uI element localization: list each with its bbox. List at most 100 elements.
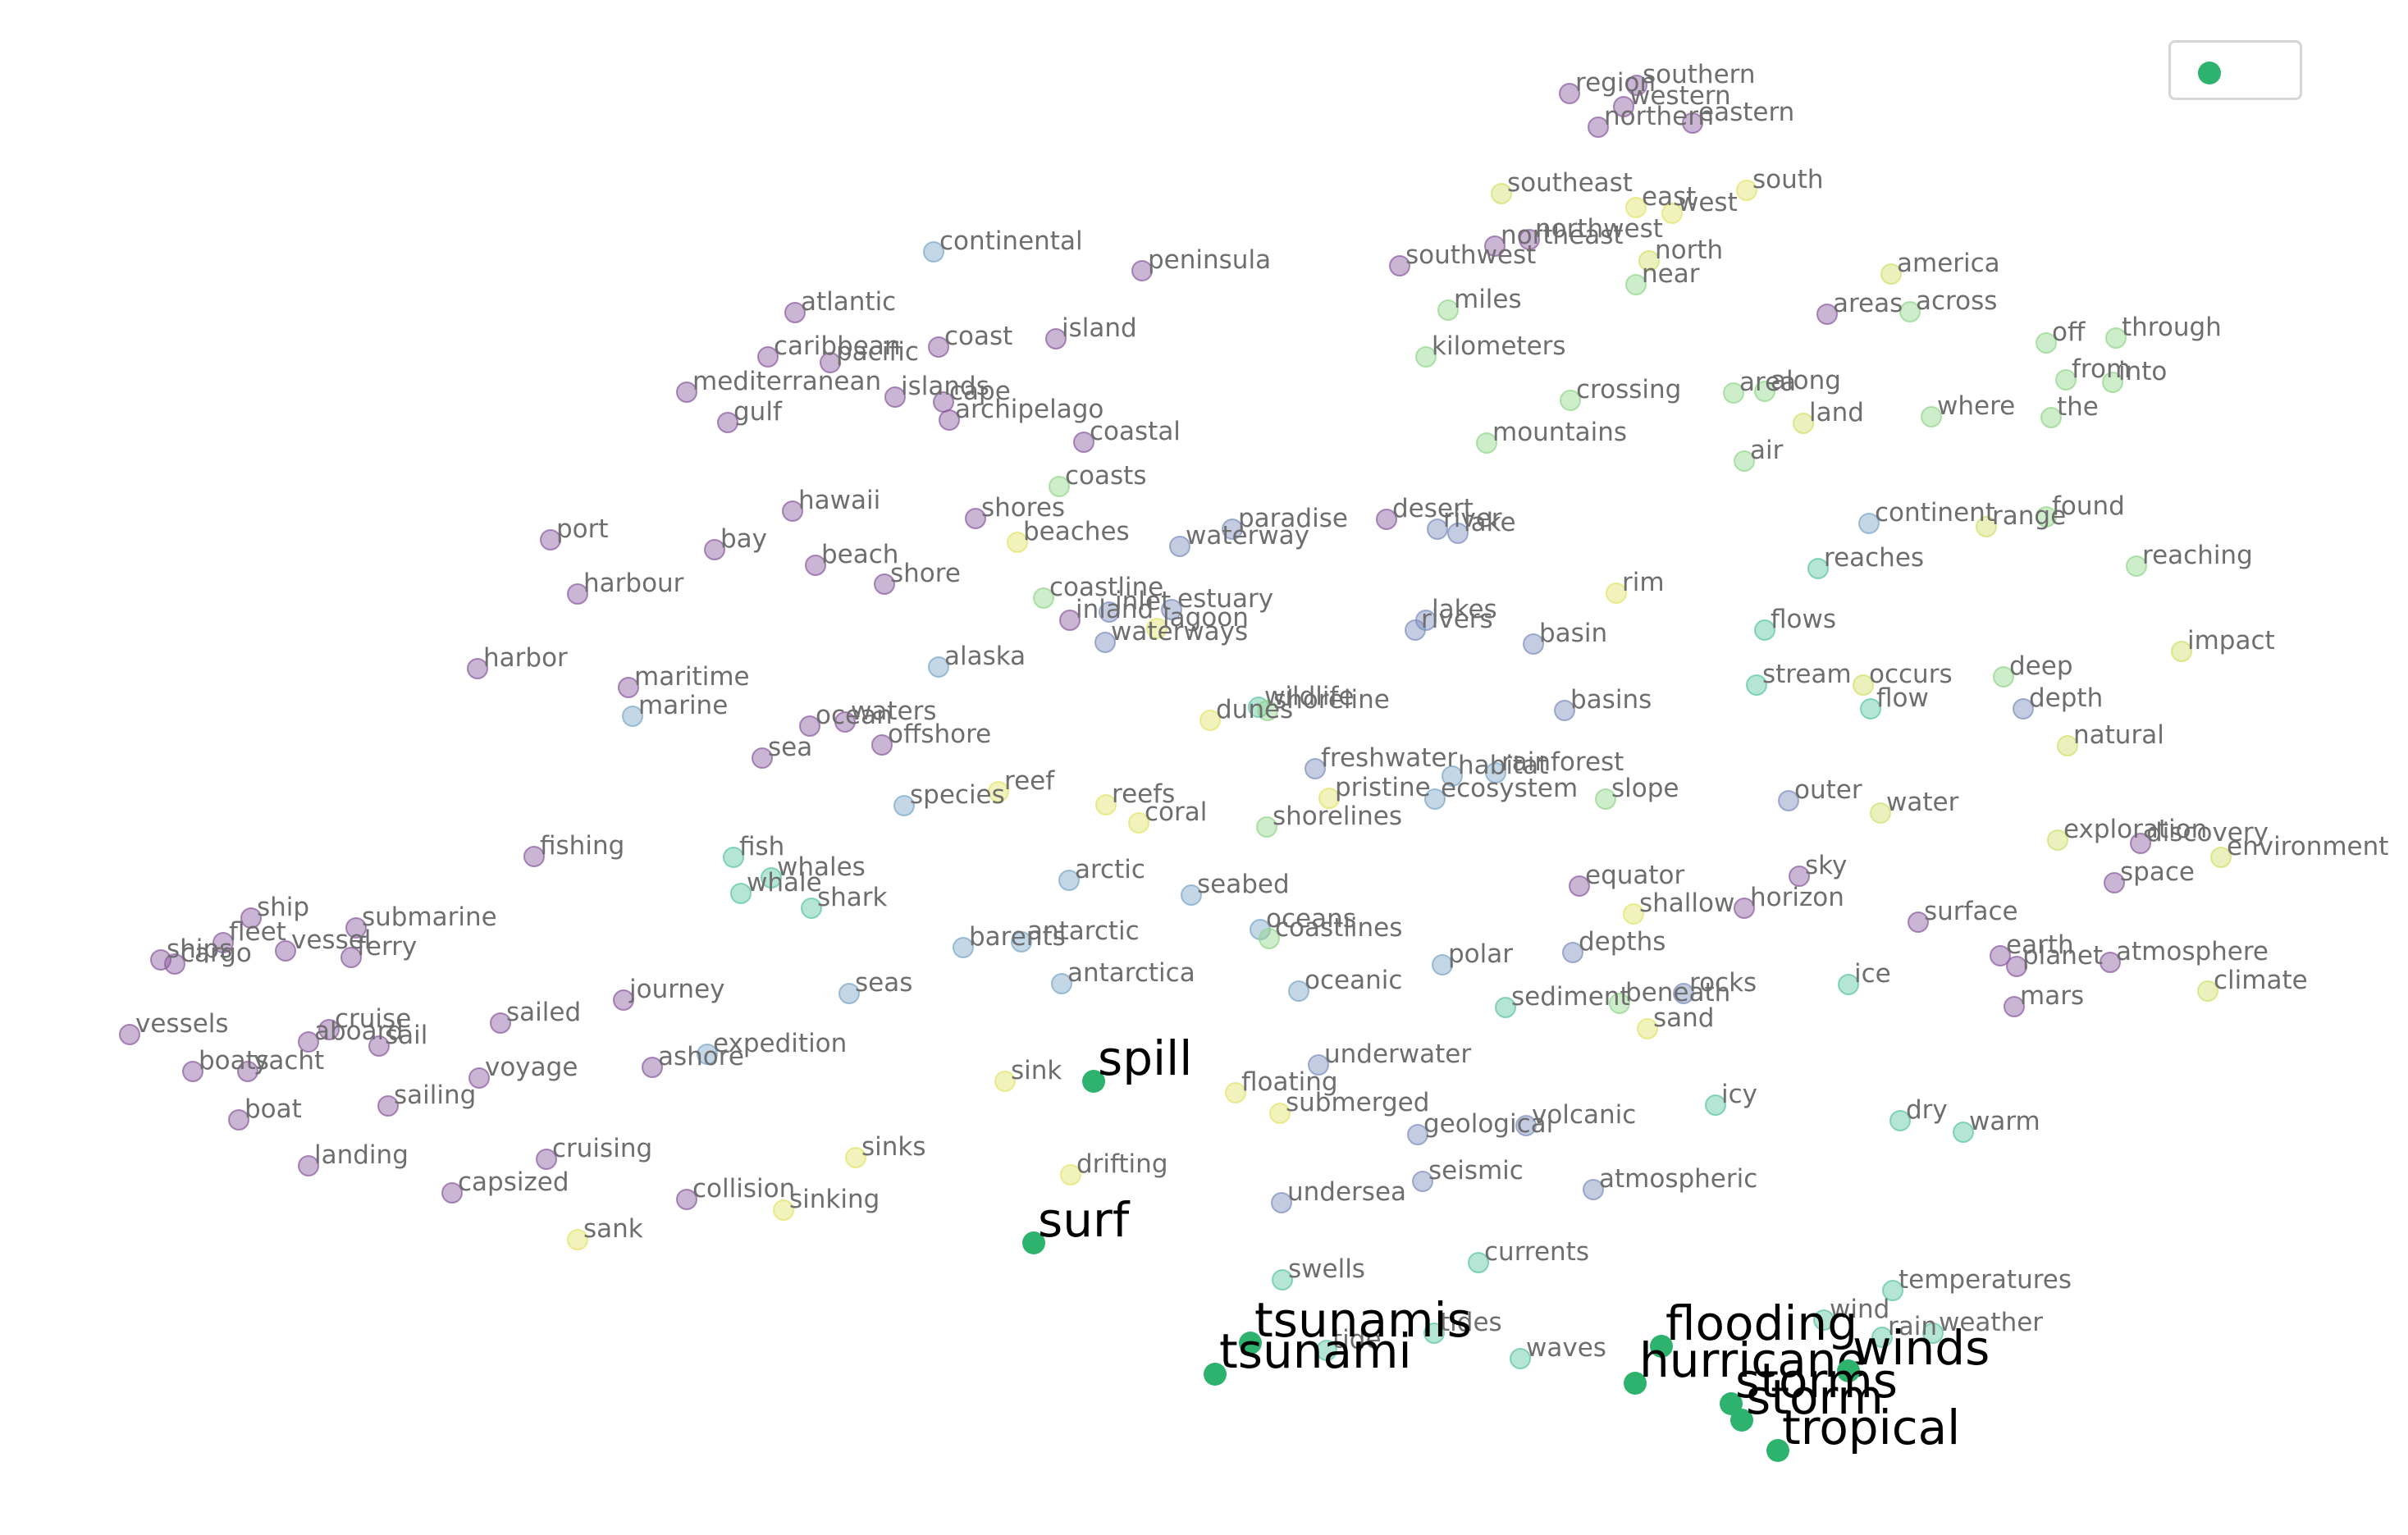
data-point: [368, 1035, 390, 1057]
data-point: [2040, 407, 2062, 428]
data-point: [1519, 229, 1540, 250]
data-point: [1308, 1054, 1329, 1076]
data-point: [1638, 250, 1660, 272]
data-point: [2105, 327, 2127, 349]
data-point: [834, 711, 856, 733]
data-point: [237, 1061, 258, 1082]
point-label: south: [1752, 165, 1824, 194]
point-label: islands: [901, 372, 989, 401]
point-label: kilometers: [1432, 331, 1566, 361]
data-point: [1161, 599, 1182, 620]
point-label: natural: [2073, 720, 2164, 750]
data-point: [784, 302, 806, 323]
data-point: [1853, 674, 1874, 696]
point-label: undersea: [1287, 1177, 1406, 1207]
data-point: [1128, 812, 1149, 834]
highlighted-point: [1837, 1359, 1860, 1382]
data-point: [642, 1057, 663, 1078]
point-label: estuary: [1177, 584, 1273, 614]
data-point: [820, 352, 841, 373]
point-label: shallow: [1639, 889, 1734, 918]
data-point: [1705, 1094, 1726, 1116]
data-point: [1269, 1103, 1291, 1124]
point-label: sail: [385, 1021, 427, 1050]
data-point: [298, 1155, 319, 1176]
point-label: rocks: [1689, 968, 1757, 998]
point-label: habitat: [1458, 751, 1548, 780]
point-label: seabed: [1197, 870, 1290, 899]
point-label: shorelines: [1273, 802, 1402, 831]
point-label: mountains: [1492, 418, 1627, 447]
data-point: [874, 573, 895, 595]
point-label: fish: [739, 832, 784, 861]
point-label: equator: [1585, 861, 1685, 890]
point-label: sailed: [506, 998, 581, 1027]
data-point: [1515, 1115, 1537, 1136]
data-point: [1011, 931, 1032, 953]
data-point: [2004, 996, 2025, 1017]
point-label: mars: [2020, 981, 2084, 1011]
point-label: climate: [2214, 966, 2308, 995]
point-label: southern: [1643, 60, 1756, 89]
point-label: coast: [944, 322, 1012, 351]
data-point: [1554, 700, 1575, 721]
point-label: eastern: [1698, 98, 1794, 127]
point-label: boats: [199, 1046, 269, 1076]
data-point: [1432, 954, 1453, 975]
point-label: horizon: [1750, 883, 1844, 912]
point-label: oceanic: [1305, 966, 1402, 995]
data-point: [1922, 1323, 1944, 1344]
data-point: [697, 1044, 718, 1065]
data-point: [773, 1199, 794, 1221]
point-label: cruise: [335, 1004, 411, 1034]
point-label: impact: [2187, 626, 2275, 656]
point-label: icy: [1721, 1080, 1757, 1109]
point-label: whales: [777, 852, 866, 882]
point-label: antarctic: [1027, 916, 1140, 946]
point-label: dry: [1906, 1095, 1948, 1125]
data-point: [1169, 536, 1190, 557]
data-point: [2102, 372, 2123, 393]
data-point: [2210, 847, 2232, 868]
point-label: off: [2052, 318, 2086, 347]
point-label: pacific: [836, 337, 919, 367]
data-point: [717, 412, 738, 433]
data-point: [1316, 1340, 1337, 1361]
data-point: [298, 1031, 319, 1053]
data-point: [893, 795, 915, 816]
data-point: [1199, 710, 1221, 731]
point-label: rain: [1888, 1312, 1937, 1341]
data-point: [1059, 610, 1081, 631]
point-label: flow: [1876, 683, 1929, 713]
point-label: southwest: [1405, 240, 1536, 270]
data-point: [1437, 299, 1459, 321]
data-point: [1858, 513, 1880, 534]
data-point: [1613, 96, 1634, 117]
point-label: caribbean: [774, 331, 900, 361]
data-point: [2171, 641, 2192, 662]
data-point: [1468, 1252, 1489, 1273]
points-layer: [119, 75, 2232, 1369]
point-label: sank: [583, 1214, 643, 1244]
point-label: drifting: [1076, 1149, 1168, 1179]
data-point: [1813, 1309, 1835, 1331]
data-point: [1880, 263, 1902, 285]
data-point: [1058, 870, 1080, 891]
data-point: [801, 898, 822, 919]
data-point: [953, 937, 974, 958]
point-label: reaches: [1824, 543, 1924, 573]
data-point: [730, 883, 752, 904]
point-label: rainforest: [1501, 747, 1624, 777]
point-label: harbour: [583, 569, 684, 598]
data-point: [1272, 1269, 1293, 1291]
data-point: [1626, 75, 1647, 96]
data-point: [1673, 983, 1694, 1004]
data-point: [1405, 619, 1426, 641]
point-label: area: [1739, 368, 1796, 397]
point-label: west: [1678, 188, 1738, 217]
point-label: region: [1575, 68, 1656, 98]
point-label: antarctica: [1067, 958, 1195, 988]
data-point: [1427, 519, 1448, 540]
data-point: [1491, 183, 1512, 204]
